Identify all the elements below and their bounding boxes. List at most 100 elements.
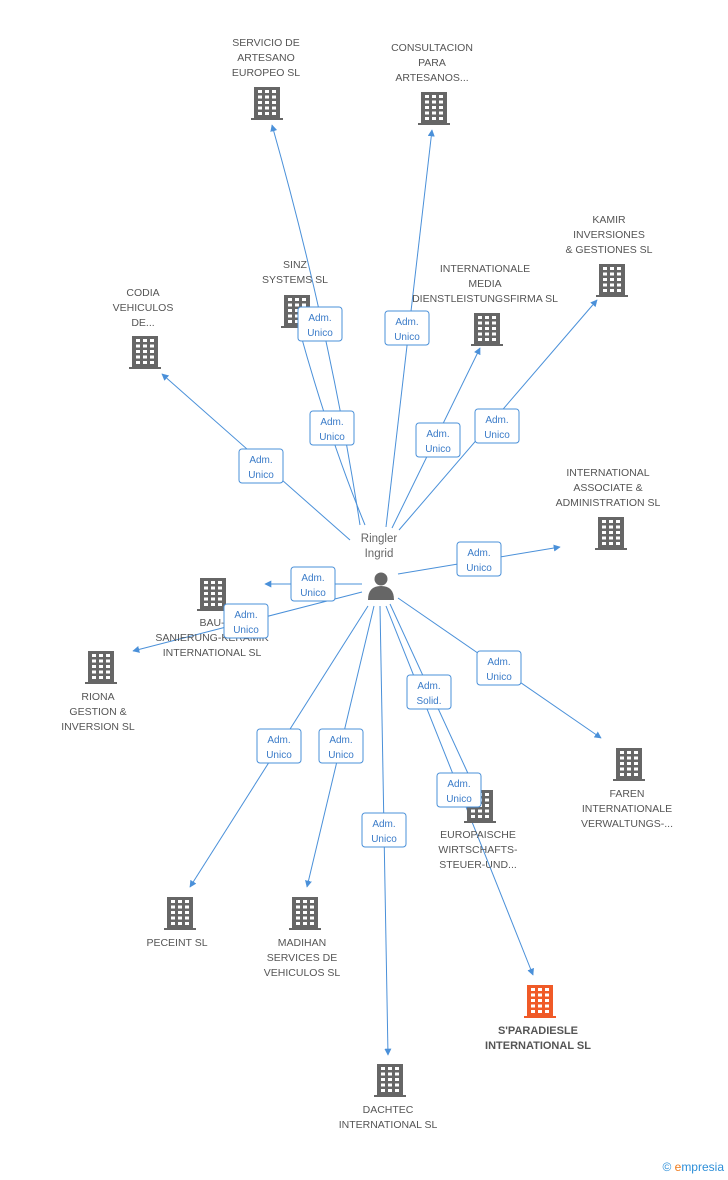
- edge-label-text: Unico: [466, 563, 492, 574]
- person-icon: [368, 572, 394, 600]
- edge-label-consultacion: Adm.Unico: [384, 310, 430, 346]
- building-icon: [197, 578, 229, 611]
- company-name-line: INTERNATIONAL: [566, 467, 649, 479]
- person-name-line: Ingrid: [365, 548, 394, 560]
- edge-label-text: Adm.: [301, 573, 324, 584]
- edge-label-text: Adm.: [267, 735, 290, 746]
- company-node-riona[interactable]: RIONA GESTION & INVERSION SL: [61, 651, 135, 733]
- building-icon: [289, 897, 321, 930]
- company-name-line: INTERNATIONALE: [440, 263, 530, 275]
- edge-label-text: Adm.: [249, 455, 272, 466]
- company-name-line: VEHICULOS SL: [264, 967, 341, 979]
- edge-label-text: Unico: [425, 444, 451, 455]
- company-name-line: INTERNATIONAL SL: [485, 1040, 591, 1052]
- footer-brand[interactable]: © empresia: [662, 1160, 724, 1174]
- company-name-line: ARTESANOS...: [395, 72, 468, 84]
- company-name-line: SERVICIO DE: [232, 37, 300, 49]
- company-name-line: BAU-: [199, 617, 225, 629]
- edge-label-sparadiesle: Adm.Unico: [436, 772, 482, 808]
- company-node-servicio[interactable]: SERVICIO DE ARTESANO EUROPEO SL: [232, 37, 300, 120]
- edge-labels-layer: Adm.UnicoAdm.UnicoAdm.UnicoAdm.UnicoAdm.…: [223, 306, 522, 848]
- company-node-internationale_media[interactable]: INTERNATIONALEMEDIADIENSTLEISTUNGSFIRMA …: [412, 263, 558, 346]
- edge-label-dachtec: Adm. Unico: [361, 812, 407, 848]
- edge-label-text: Adm.: [308, 313, 331, 324]
- company-name-line: INTERNATIONAL SL: [163, 647, 262, 659]
- edge-label-internationale_media: Adm. Unico: [415, 422, 461, 458]
- company-name-line: WIRTSCHAFTS-: [438, 844, 518, 856]
- person-name-line: Ringler: [361, 533, 398, 545]
- edge-label-text: Unico: [307, 328, 333, 339]
- company-name-line: & GESTIONES SL: [566, 244, 653, 256]
- brand-logo-letter: e: [674, 1160, 682, 1174]
- edge-label-text: Adm.: [372, 819, 395, 830]
- edge-label-faren: Adm.Unico: [476, 650, 522, 686]
- edge-label-text: Unico: [371, 834, 397, 845]
- building-icon: [251, 87, 283, 120]
- edge-label-peceint: Adm. Unico: [256, 728, 302, 764]
- company-name-line: DACHTEC: [363, 1104, 414, 1116]
- company-node-faren[interactable]: FAREN INTERNATIONALE VERWALTUNGS-...: [581, 748, 673, 830]
- company-node-kamir[interactable]: KAMIR INVERSIONES & GESTIONES SL: [566, 214, 653, 297]
- company-node-dachtec[interactable]: DACHTEC INTERNATIONAL SL: [339, 1064, 438, 1131]
- company-name-line: ARTESANO: [237, 52, 295, 64]
- edge-label-kamir: Adm.Unico: [474, 408, 520, 444]
- edge-label-international_associate: Adm. Unico: [456, 541, 502, 577]
- edge-label-text: Unico: [248, 470, 274, 481]
- building-icon: [613, 748, 645, 781]
- edge-label-text: Solid.: [416, 696, 441, 707]
- company-name-line: ASSOCIATE &: [573, 482, 642, 494]
- edge-label-servicio: Adm. Unico: [297, 306, 343, 342]
- edge-label-text: Adm.: [467, 548, 490, 559]
- building-icon: [129, 336, 161, 369]
- edge-label-text: Adm.: [447, 779, 470, 790]
- company-name-line: INVERSIONES: [573, 229, 645, 241]
- copyright-icon: ©: [662, 1160, 672, 1174]
- company-node-consultacion[interactable]: CONSULTACIONPARAARTESANOS...: [391, 42, 473, 125]
- company-name-line: VERWALTUNGS-...: [581, 818, 673, 830]
- edge-label-text: Adm.: [329, 735, 352, 746]
- building-icon: [595, 517, 627, 550]
- edge-label-riona: Adm. Unico: [223, 603, 269, 639]
- edge-label-text: Adm.: [234, 610, 257, 621]
- building-icon: [164, 897, 196, 930]
- building-icon: [418, 92, 450, 125]
- company-name-line: EUROPAISCHE: [440, 829, 516, 841]
- edge-label-text: Adm.: [395, 317, 418, 328]
- brand-name: mpresia: [681, 1160, 724, 1174]
- company-name-line: GESTION &: [69, 706, 126, 718]
- edge-label-text: Adm.: [426, 429, 449, 440]
- edge-label-text: Adm.: [487, 657, 510, 668]
- company-name-line: INVERSION SL: [61, 721, 135, 733]
- edge-label-text: Unico: [266, 750, 292, 761]
- company-name-line: FAREN: [609, 788, 644, 800]
- company-name-line: MADIHAN: [278, 937, 326, 949]
- company-name-line: KAMIR: [592, 214, 626, 226]
- company-name-line: INTERNATIONALE: [582, 803, 672, 815]
- company-name-line: EUROPEO SL: [232, 67, 300, 79]
- building-icon: [85, 651, 117, 684]
- company-name-line: INTERNATIONAL SL: [339, 1119, 438, 1131]
- edge-label-europaische: Adm. Solid.: [406, 674, 452, 710]
- building-icon: [374, 1064, 406, 1097]
- building-icon: [524, 985, 556, 1018]
- company-name-line: PARA: [418, 57, 446, 69]
- company-name-line: RIONA: [81, 691, 114, 703]
- company-name-line: DE...: [131, 317, 154, 329]
- company-node-codia[interactable]: CODIAVEHICULOSDE...: [113, 287, 174, 369]
- edge-label-text: Unico: [233, 625, 259, 636]
- edge-label-text: Unico: [300, 588, 326, 599]
- building-icon: [596, 264, 628, 297]
- company-name-line: DIENSTLEISTUNGSFIRMA SL: [412, 293, 558, 305]
- edge-label-text: Unico: [319, 432, 345, 443]
- company-node-madihan[interactable]: MADIHAN SERVICES DE VEHICULOS SL: [264, 897, 341, 979]
- edge-label-text: Adm.: [417, 681, 440, 692]
- edge-label-text: Unico: [328, 750, 354, 761]
- edge-label-text: Unico: [484, 430, 510, 441]
- company-node-peceint[interactable]: PECEINT SL: [146, 897, 208, 949]
- company-name-line: SERVICES DE: [267, 952, 337, 964]
